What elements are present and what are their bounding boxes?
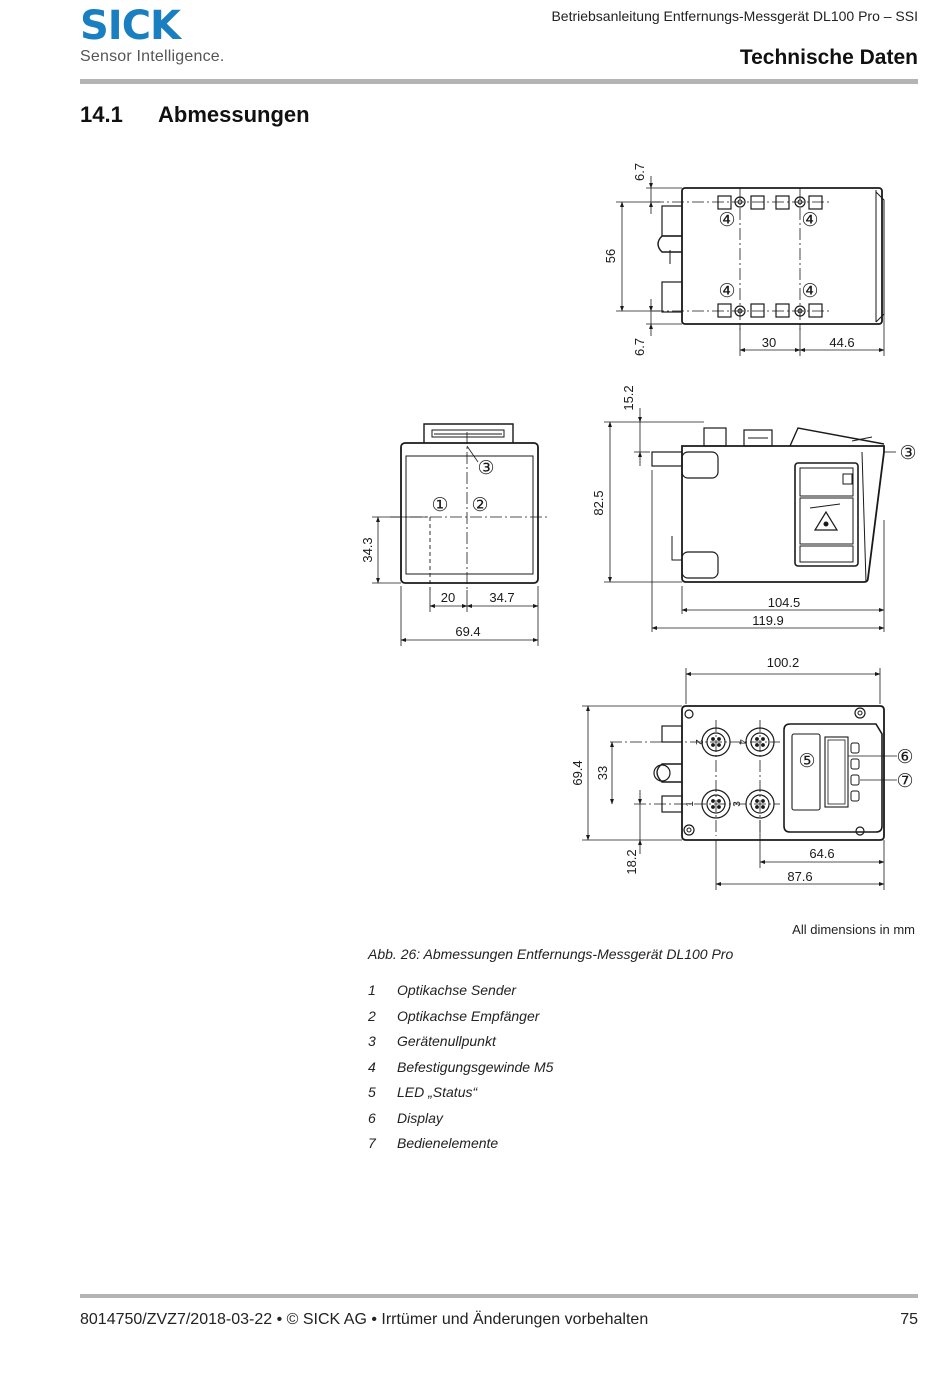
back-view-key-2 (850, 758, 860, 770)
legend-number: 2 (368, 1007, 376, 1024)
dim-top-a: 6.7 (632, 163, 647, 181)
legend-text: Gerätenullpunkt (397, 1033, 496, 1049)
pin-label-1: 1 (685, 801, 696, 807)
back-view-key-3 (850, 774, 860, 786)
marker-5-back: ⑤ (798, 751, 815, 772)
back-view-operating-panel (783, 723, 883, 833)
figure-legend: 1 Optikachse Sender 2 Optikachse Empfänger… (368, 982, 553, 1161)
section-heading: 14.1 Abmessungen (80, 102, 310, 128)
legend-text: Optikachse Sender (397, 982, 517, 998)
pin-label-2: 2 (693, 739, 704, 745)
dim-back-c: 33 (595, 766, 610, 780)
marker-6-back: ⑥ (896, 747, 913, 768)
marker-2-front: ② (471, 495, 488, 516)
back-view-status-led-area (791, 733, 821, 811)
top-view-labels: 6.7 56 6.7 30 44.6 ④ ④ ④ ④ (603, 163, 855, 356)
dimension-drawing: 6.7 56 6.7 30 44.6 ④ ④ ④ ④ (360, 163, 917, 890)
legend-number: 7 (368, 1135, 376, 1151)
marker-7-back: ⑦ (896, 771, 913, 792)
legend-text: Display (397, 1109, 443, 1126)
top-view-connector-upper (657, 235, 682, 253)
legend-item: 6 Display (368, 1110, 553, 1136)
legend-number: 4 (368, 1058, 376, 1075)
units-note: All dimensions in mm (792, 922, 915, 937)
legend-item: 1 Optikachse Sender (368, 982, 553, 1008)
logo-tagline: Sensor Intelligence. (80, 48, 225, 65)
legend-item: 4 Befestigungsgewinde M5 (368, 1059, 553, 1085)
dim-front-d: 69.4 (455, 624, 480, 639)
sick-logo: SICK Sensor Intelligence. (80, 6, 225, 66)
legend-text: Befestigungsgewinde M5 (397, 1058, 554, 1075)
legend-number: 5 (368, 1084, 376, 1100)
dim-front-a: 34.3 (360, 537, 375, 562)
back-view-display (824, 736, 849, 808)
side-view-display-window (794, 462, 859, 567)
section-title: Abmessungen (158, 102, 310, 127)
footer-text: 8014750/ZVZ7/2018-03-22 • © SICK AG • Ir… (80, 1311, 649, 1328)
legend-text: Bedienelemente (397, 1135, 499, 1151)
dim-front-b: 20 (441, 590, 455, 605)
header-rule (80, 79, 918, 84)
section-number: 14.1 (80, 102, 123, 127)
laser-warning-icon (813, 510, 839, 531)
back-view-key-1 (850, 742, 860, 754)
marker-3-front: ③ (477, 458, 494, 479)
dim-back-f: 87.6 (787, 869, 812, 884)
dim-back-b: 69.4 (570, 760, 585, 785)
legend-item: 7 Bedienelemente (368, 1135, 553, 1161)
marker-4-top-left: ④ (718, 210, 735, 231)
marker-4-top-right: ④ (801, 210, 818, 231)
dim-back-e: 64.6 (809, 846, 834, 861)
side-view (604, 408, 896, 632)
dim-top-c: 6.7 (632, 338, 647, 356)
marker-1-front: ① (431, 495, 448, 516)
legend-item: 3 Gerätenullpunkt (368, 1033, 553, 1059)
dim-top-e: 44.6 (829, 335, 854, 350)
legend-number: 1 (368, 982, 376, 998)
dim-front-c: 34.7 (489, 590, 514, 605)
document-title: Betriebsanleitung Entfernungs-Messgerät … (551, 8, 918, 24)
side-view-body (681, 445, 885, 583)
back-view-labels: 100.2 69.4 33 18.2 64.6 87.6 2 4 1 3 ⑤ ⑥… (570, 655, 914, 884)
page-number: 75 (900, 1311, 918, 1328)
dim-back-a: 100.2 (767, 655, 800, 670)
dim-top-d: 30 (762, 335, 776, 350)
pin-label-4: 4 (736, 739, 747, 745)
back-view (582, 668, 897, 890)
top-view-body (681, 187, 883, 325)
top-view (616, 176, 885, 356)
back-view-key-4 (850, 790, 860, 802)
front-view (372, 423, 548, 646)
side-view-labels: 15.2 82.5 104.5 119.9 ③ (591, 385, 917, 628)
front-view-body (400, 442, 539, 584)
back-view-cable-clip (656, 763, 682, 783)
legend-number: 6 (368, 1109, 376, 1126)
front-view-labels: 34.3 20 34.7 69.4 ① ② ③ (360, 458, 515, 639)
legend-item: 2 Optikachse Empfänger (368, 1008, 553, 1034)
marker-4-bottom-left: ④ (718, 281, 735, 302)
marker-3-side: ③ (899, 443, 916, 464)
dim-top-b: 56 (603, 249, 618, 263)
section-name: Technische Daten (739, 46, 918, 69)
legend-text: Optikachse Empfänger (397, 1007, 540, 1024)
dim-side-d: 119.9 (752, 613, 784, 628)
legend-item: 5 LED „Status“ (368, 1084, 553, 1110)
dim-side-c: 104.5 (768, 595, 801, 610)
legend-text: LED „Status“ (397, 1084, 478, 1100)
marker-4-bottom-right: ④ (801, 281, 818, 302)
back-view-body (681, 705, 885, 841)
dim-back-d: 18.2 (624, 849, 639, 874)
dim-side-a: 15.2 (621, 385, 636, 410)
legend-number: 3 (368, 1033, 376, 1049)
logo-wordmark: SICK (80, 3, 181, 49)
dim-side-b: 82.5 (591, 490, 606, 515)
pin-label-3: 3 (732, 801, 743, 807)
figure-caption: Abb. 26: Abmessungen Entfernungs-Messger… (368, 946, 734, 962)
footer-rule (80, 1294, 918, 1298)
